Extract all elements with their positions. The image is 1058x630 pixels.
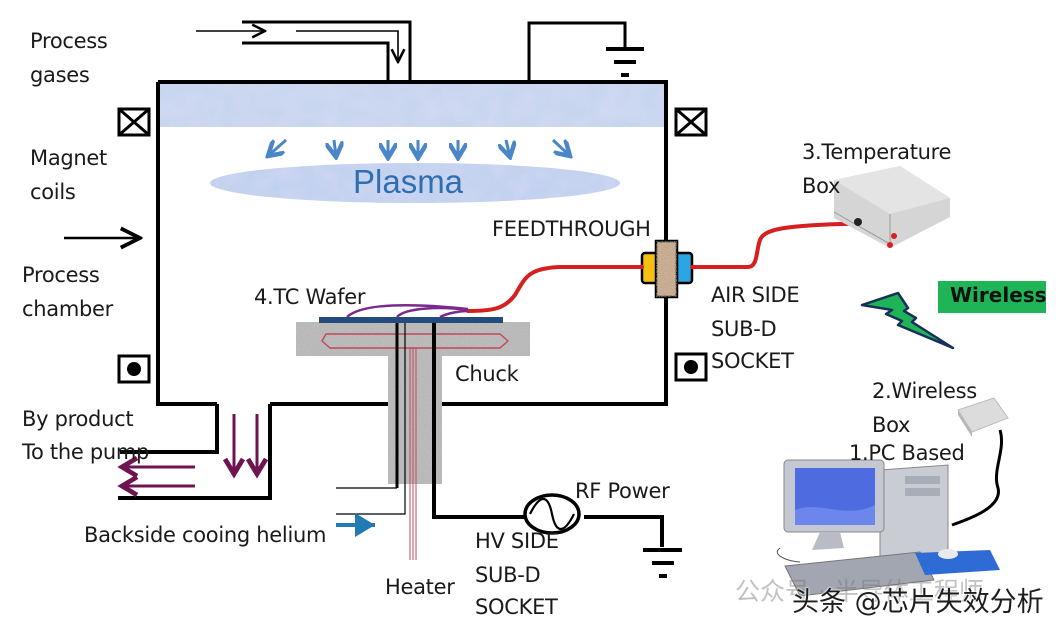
wireless-box-label-1: 2.Wireless xyxy=(872,379,977,403)
temperature-box-label-1: 3.Temperature xyxy=(802,140,952,164)
desktop-computer-icon xyxy=(777,459,1000,597)
coil-dot-icon xyxy=(674,352,708,382)
tc-wafer-label: 4.TC Wafer xyxy=(254,285,366,309)
tc-wafer-wires xyxy=(346,304,469,319)
gas-inlet-pipe xyxy=(196,20,412,82)
lightning-icon xyxy=(860,291,955,350)
air-side-label-3: SOCKET xyxy=(711,349,794,373)
plasma-label: Plasma xyxy=(353,163,464,200)
process-gases-label-2: gases xyxy=(30,63,90,87)
air-side-label-1: AIR SIDE xyxy=(711,283,800,307)
watermark-main: 头条 @芯片失效分析 xyxy=(792,587,1044,618)
exhaust-duct xyxy=(118,404,272,500)
rf-ground-icon xyxy=(643,548,682,578)
magnet-coils-label-1: Magnet xyxy=(30,146,107,170)
wireless-box-icon xyxy=(951,397,1009,527)
pc-based-label: 1.PC Based xyxy=(849,441,965,465)
hv-side-label-3: SOCKET xyxy=(475,595,558,619)
plasma-cloud xyxy=(210,163,620,203)
hv-side-label-2: SUB-D xyxy=(475,563,541,587)
temperature-box-icon xyxy=(833,166,950,248)
feedthrough-label: FEEDTHROUGH xyxy=(492,217,651,241)
hv-side-label-1: HV SIDE xyxy=(475,529,559,553)
rf-power-label: RF Power xyxy=(575,479,670,503)
exhaust-flow-arrows xyxy=(117,414,269,498)
ac-source-icon xyxy=(523,493,664,547)
wireless-label: Wireless xyxy=(950,283,1047,307)
air-side-label-2: SUB-D xyxy=(711,317,777,341)
top-ground-icon xyxy=(527,21,644,82)
coil-cross-icon xyxy=(674,107,708,137)
process-chamber-label-2: chamber xyxy=(22,297,113,321)
tc-wafer xyxy=(319,317,503,323)
coil-dot-icon xyxy=(117,354,151,384)
watermark-faded: 公众号 · 半导体工程师 xyxy=(735,577,984,606)
by-product-label-2: To the pump xyxy=(22,440,150,464)
process-chamber-label-1: Process xyxy=(22,263,100,287)
tc-signal-cable xyxy=(466,222,860,313)
feedthrough-connector xyxy=(640,239,694,299)
wireless-box-label-2: Box xyxy=(872,413,911,437)
heater-label: Heater xyxy=(385,575,455,599)
temperature-box-label-2: Box xyxy=(802,174,841,198)
gas-showerhead-band xyxy=(160,84,666,127)
by-product-label-1: By product xyxy=(22,407,134,431)
chuck-label: Chuck xyxy=(455,362,519,386)
magnet-coils-label-2: coils xyxy=(30,180,76,204)
backside-cooling-label: Backside cooing helium xyxy=(84,523,327,547)
process-gases-label-1: Process xyxy=(30,29,108,53)
wireless-badge: Wireless xyxy=(938,281,1047,313)
ion-flow-arrows xyxy=(268,138,570,158)
coil-cross-icon xyxy=(117,107,151,137)
